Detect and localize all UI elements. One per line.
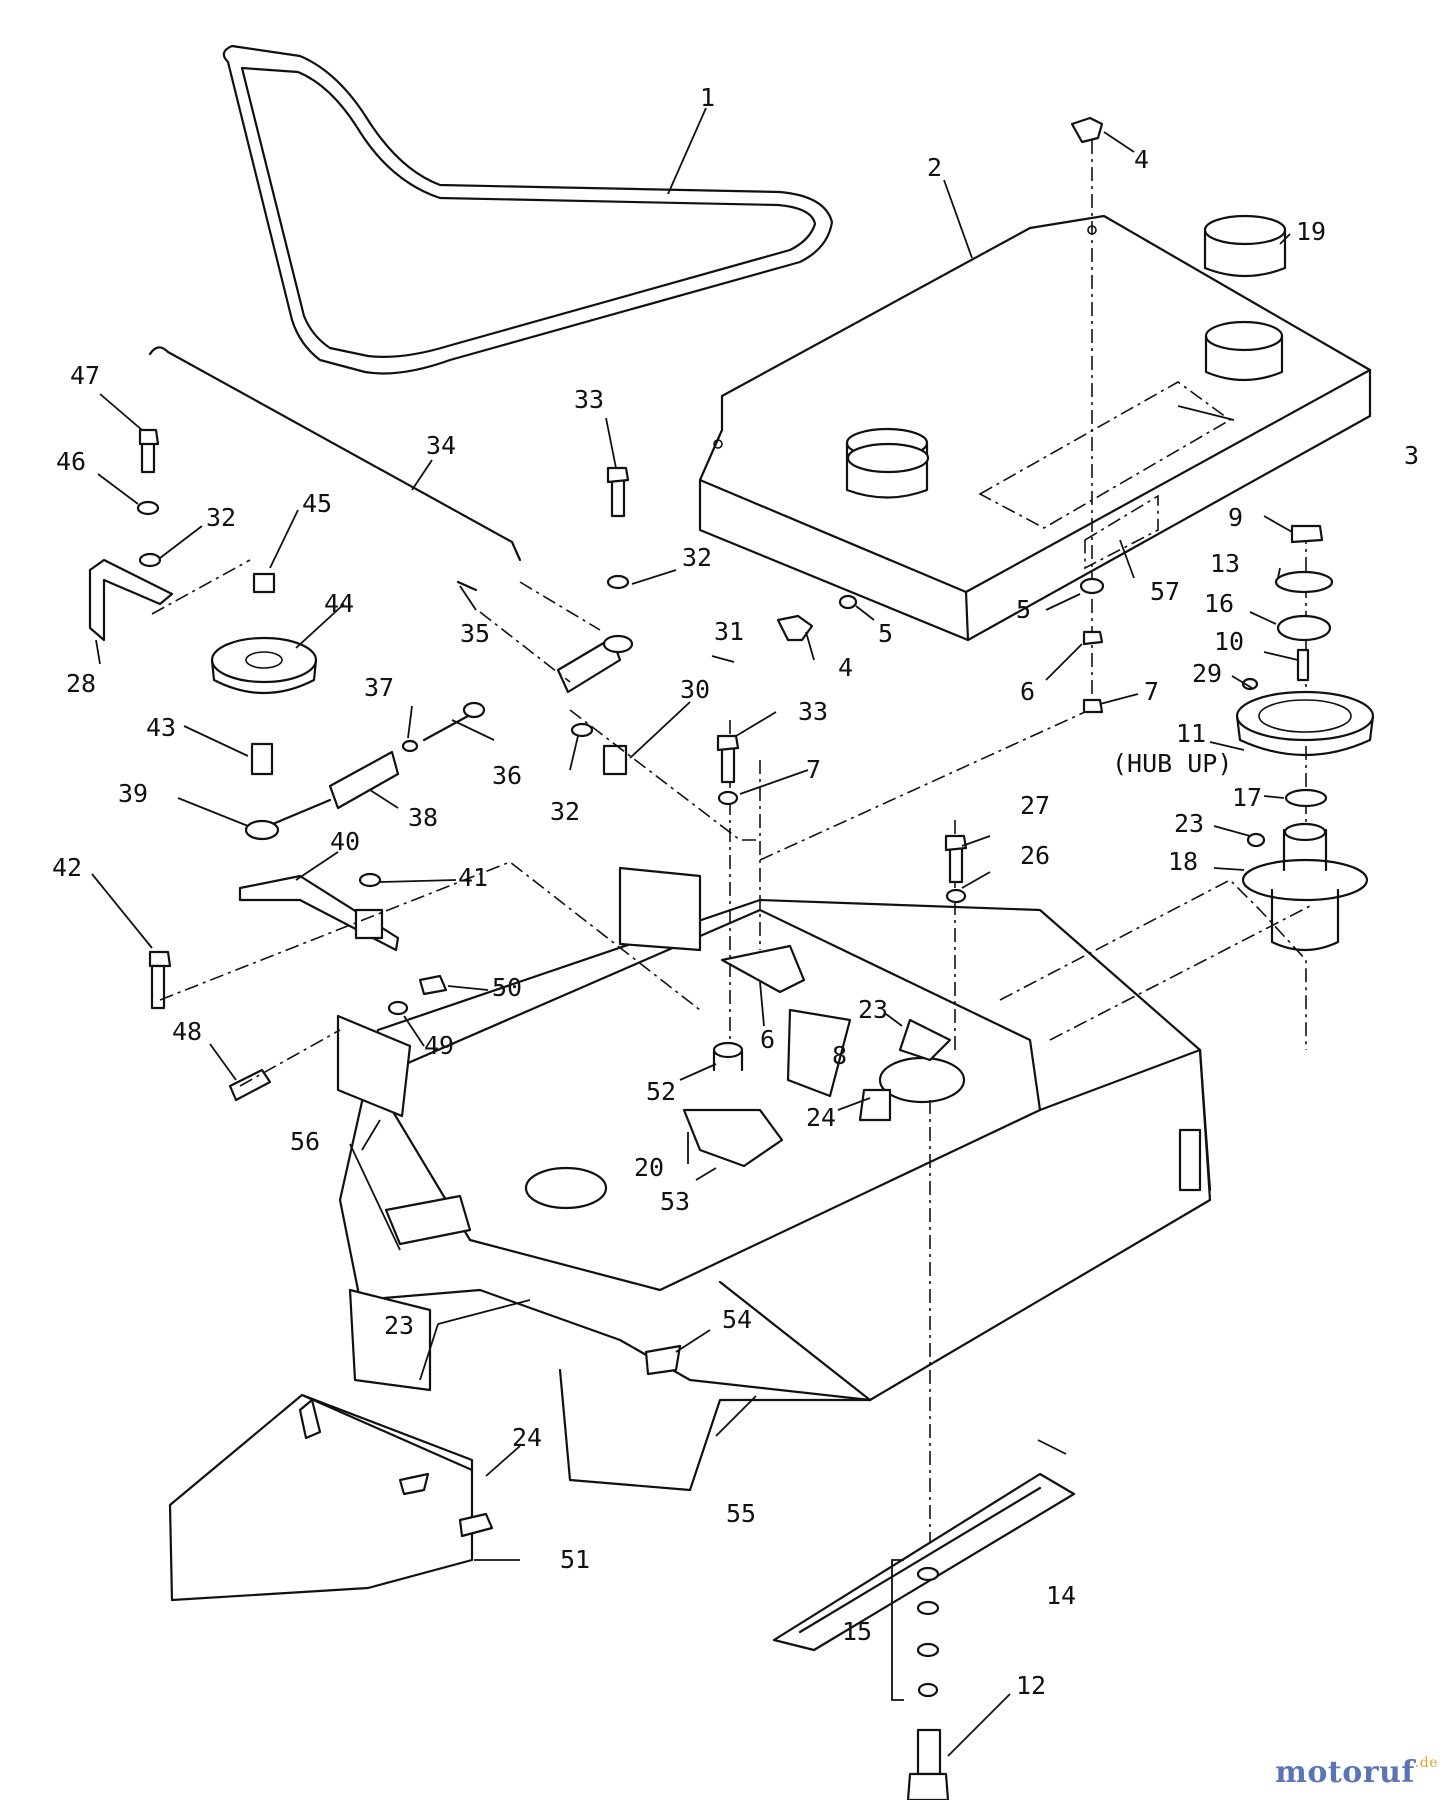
callout-33-top: 33 — [574, 385, 604, 414]
callout-7-left: 7 — [806, 755, 821, 784]
callout-45: 45 — [302, 489, 332, 518]
part-callouts: 1 2 3 4 4 5 5 6 6 7 7 8 9 13 16 10 29 11… — [52, 83, 1419, 1757]
callout-17: 17 — [1232, 783, 1262, 812]
callout-42: 42 — [52, 853, 82, 882]
callout-49: 49 — [424, 1031, 454, 1060]
callout-10: 10 — [1214, 627, 1244, 656]
callout-39: 39 — [118, 779, 148, 808]
callout-32-top: 32 — [682, 543, 712, 572]
callout-37: 37 — [364, 673, 394, 702]
callout-15: 15 — [842, 1617, 872, 1646]
callout-5-left: 5 — [878, 619, 893, 648]
callout-19: 19 — [1296, 217, 1326, 246]
callout-23-right: 23 — [1174, 809, 1204, 838]
motoruf-watermark: motoruf.de — [1275, 1755, 1438, 1790]
callout-33-center: 33 — [798, 697, 828, 726]
deck-cover-part — [698, 214, 1372, 642]
callout-54: 54 — [722, 1305, 752, 1334]
callout-7-right: 7 — [1144, 677, 1159, 706]
callout-36: 36 — [492, 761, 522, 790]
watermark-suffix: .de — [1414, 1755, 1438, 1771]
callout-24-bottom: 24 — [512, 1423, 542, 1452]
callout-28: 28 — [66, 669, 96, 698]
callout-16: 16 — [1204, 589, 1234, 618]
spindle-cap-part — [1203, 214, 1287, 382]
idler-linkage-assembly — [88, 346, 1311, 1102]
blade-assembly — [772, 1472, 1076, 1800]
discharge-chute-part — [168, 1393, 494, 1602]
callout-53: 53 — [660, 1187, 690, 1216]
callout-40: 40 — [330, 827, 360, 856]
callout-23-center: 23 — [858, 995, 888, 1024]
callout-32-left: 32 — [206, 503, 236, 532]
callout-41: 41 — [458, 863, 488, 892]
callout-8: 8 — [832, 1041, 847, 1070]
callout-3: 3 — [1404, 441, 1419, 470]
callout-46: 46 — [56, 447, 86, 476]
callout-14: 14 — [1046, 1581, 1076, 1610]
callout-2: 2 — [927, 153, 942, 182]
callout-4-left: 4 — [838, 653, 853, 682]
callout-47: 47 — [70, 361, 100, 390]
callout-4-top: 4 — [1134, 145, 1149, 174]
callout-56: 56 — [290, 1127, 320, 1156]
mower-deck-housing — [336, 720, 1212, 1560]
callout-5-right: 5 — [1016, 595, 1031, 624]
callout-29: 29 — [1192, 659, 1222, 688]
callout-48: 48 — [172, 1017, 202, 1046]
callout-13: 13 — [1210, 549, 1240, 578]
callout-35: 35 — [460, 619, 490, 648]
callout-32-bottom: 32 — [550, 797, 580, 826]
callout-11-hub-up-note: (HUB UP) — [1112, 749, 1232, 778]
callout-11: 11 — [1176, 719, 1206, 748]
spindle-assembly — [1235, 524, 1375, 952]
callout-27: 27 — [1020, 791, 1050, 820]
callout-12: 12 — [1016, 1671, 1046, 1700]
callout-26: 26 — [1020, 841, 1050, 870]
callout-20: 20 — [634, 1153, 664, 1182]
callout-6-right: 6 — [1020, 677, 1035, 706]
callout-24-center: 24 — [806, 1103, 836, 1132]
watermark-brand: motoruf — [1275, 1755, 1415, 1790]
callout-38: 38 — [408, 803, 438, 832]
callout-6-center: 6 — [760, 1025, 775, 1054]
callout-52: 52 — [646, 1077, 676, 1106]
cover-hardware — [776, 116, 1105, 714]
callout-57: 57 — [1150, 577, 1180, 606]
callout-34: 34 — [426, 431, 456, 460]
callout-50: 50 — [492, 973, 522, 1002]
callout-51: 51 — [560, 1545, 590, 1574]
callout-9: 9 — [1228, 503, 1243, 532]
v-belt-part — [222, 44, 834, 375]
callout-30: 30 — [680, 675, 710, 704]
callout-55: 55 — [726, 1499, 756, 1528]
callout-44: 44 — [324, 589, 354, 618]
callout-43: 43 — [146, 713, 176, 742]
callout-1: 1 — [700, 83, 715, 112]
callout-31: 31 — [714, 617, 744, 646]
callout-18: 18 — [1168, 847, 1198, 876]
callout-23-bottom: 23 — [384, 1311, 414, 1340]
